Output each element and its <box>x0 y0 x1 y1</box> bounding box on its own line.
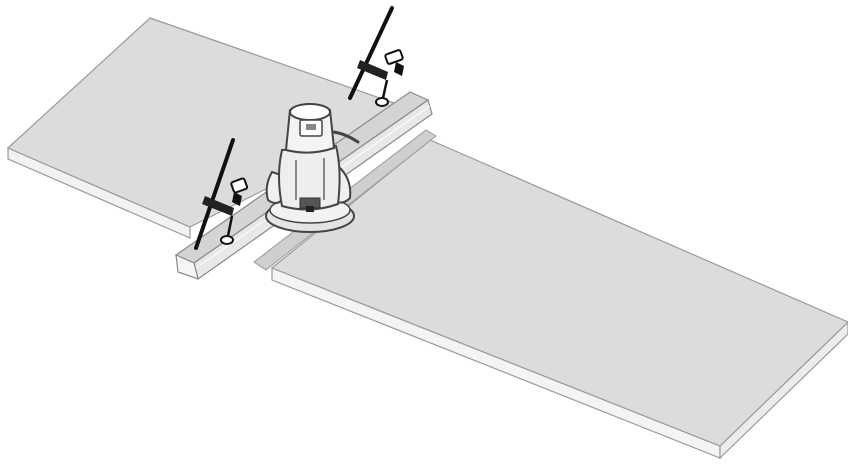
bar-clamp-icon <box>194 138 249 250</box>
right-panel <box>270 139 848 460</box>
guide-end-face <box>175 254 199 280</box>
left-panel <box>6 17 422 239</box>
bar-clamp-icon <box>348 6 404 107</box>
left-panel-top <box>6 17 422 228</box>
router-icon <box>265 103 360 233</box>
